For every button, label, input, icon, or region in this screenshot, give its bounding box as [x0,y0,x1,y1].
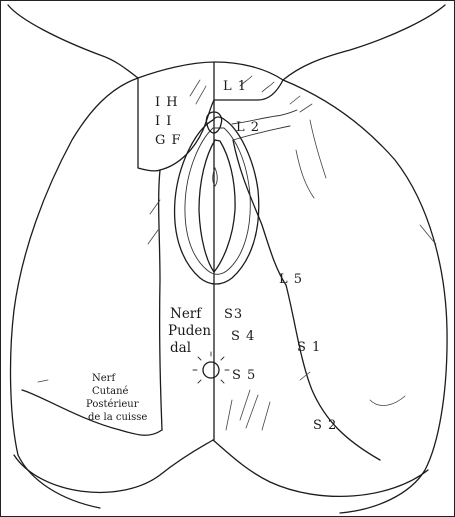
anus [203,362,219,378]
label-nerf-cutane-line-2: Cutané [92,386,129,397]
label-s4: S 4 [231,329,255,344]
right-upper-contour [283,5,445,80]
label-s5: S 5 [232,368,256,383]
label-nerf-pudendal-line-2: Puden [168,323,211,339]
label-s1: S 1 [297,340,321,355]
label-nerf-cutane: Nerf Cutané Postérieur de la cuisse [86,373,147,423]
label-nerf-pudendal-line-1: Nerf [170,306,202,322]
label-l5: L 5 [279,272,303,287]
label-l2: L 2 [236,120,260,135]
label-gf: G F [155,133,182,148]
left-buttock-contour [11,78,138,508]
label-ih: I H [155,95,179,110]
s1-s2-boundary [286,285,380,460]
pudendal-left-boundary [159,170,162,430]
l5-inner-boundary [233,140,286,285]
label-nerf-pudendal: Nerf Puden dal [168,306,211,356]
right-lower-curve [213,440,428,496]
label-l1: L 1 [223,79,247,94]
right-buttock-contour [283,80,447,513]
label-s2: S 2 [313,418,337,433]
left-upper-contour [8,5,138,78]
labia-minora [185,128,250,274]
label-nerf-cutane-line-1: Nerf [92,373,116,384]
label-nerf-pudendal-line-3: dal [170,340,191,356]
label-nerf-cutane-line-3: Postérieur [86,399,139,410]
vestibule [199,140,235,272]
label-s3: S3 [224,307,243,322]
label-ii: I I [155,114,172,129]
labia-majora [175,117,259,284]
sacral-arc [138,62,283,80]
label-nerf-cutane-line-4: de la cuisse [88,412,147,423]
